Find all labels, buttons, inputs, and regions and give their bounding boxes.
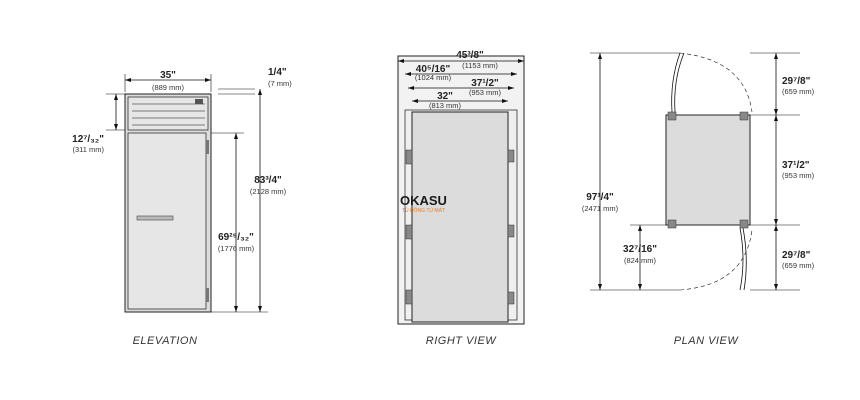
elevation-width-inch: 35" [160, 70, 176, 81]
plan-total-mm: (2471 mm) [582, 204, 619, 213]
right-overall-inch: 45³/8" [456, 50, 484, 61]
right-d1-inch: 40⁵/16" [416, 64, 451, 75]
plan-bottom-mm: (659 mm) [782, 261, 815, 270]
elevation-top-gap-inch: 1/4" [268, 67, 287, 78]
plan-top-mm: (659 mm) [782, 87, 815, 96]
elevation-height-inch: 83³/4" [254, 175, 282, 186]
plan-swing-top [679, 52, 753, 113]
right-view-label: RIGHT VIEW [426, 335, 498, 347]
plan-swing-inch: 32⁷/16" [623, 244, 657, 255]
right-overall-mm: (1153 mm) [462, 61, 498, 70]
plan-top-inch: 29⁷/8" [782, 76, 811, 87]
right-cabinet-side [411, 111, 509, 323]
elevation-top-gap-mm: (7 mm) [268, 79, 292, 88]
elevation-label: ELEVATION [133, 335, 198, 347]
watermark-logo: OKASU TỦ ĐÔNG TỦ MÁT [400, 193, 447, 214]
right-view: 45³/8" (1153 mm) 40⁵/16" (1024 mm) 37¹/2… [397, 50, 525, 347]
plan-swing-mm: (824 mm) [624, 256, 657, 265]
elevation-width-mm: (889 mm) [152, 83, 185, 92]
right-d1-mm: (1024 mm) [415, 73, 452, 82]
elevation-door-mm: (1776 mm) [218, 244, 255, 253]
right-d3-mm: (813 mm) [429, 101, 462, 110]
elevation-door [127, 132, 207, 310]
plan-view: 29⁷/8" (659 mm) 37¹/2" (953 mm) 29⁷/8" (… [582, 52, 815, 347]
elevation-grille-mm: (311 mm) [72, 145, 104, 154]
elevation-door-inch: 69²⁹/₃₂" [218, 232, 254, 243]
elevation-view: 35" (889 mm) 1/4" (7 mm) 12⁷/₃₂" (311 mm… [72, 67, 292, 347]
right-d2-mm: (953 mm) [469, 88, 502, 97]
elevation-grille [127, 96, 209, 131]
plan-bottom-inch: 29⁷/8" [782, 250, 811, 261]
right-d2-inch: 37¹/2" [471, 78, 499, 89]
plan-total-inch: 97¹/4" [586, 192, 614, 203]
plan-middle-inch: 37¹/2" [782, 160, 810, 171]
plan-swing-bottom [679, 229, 753, 291]
elevation-grille-inch: 12⁷/₃₂" [72, 134, 104, 145]
plan-cabinet [665, 114, 751, 226]
plan-view-label: PLAN VIEW [674, 335, 740, 347]
watermark-text: OKASU [400, 193, 447, 208]
right-d3-inch: 32" [437, 91, 453, 102]
elevation-height-mm: (2128 mm) [250, 187, 287, 196]
door-handle [136, 215, 174, 221]
plan-middle-mm: (953 mm) [782, 171, 815, 180]
watermark-sub: TỦ ĐÔNG TỦ MÁT [402, 207, 445, 214]
